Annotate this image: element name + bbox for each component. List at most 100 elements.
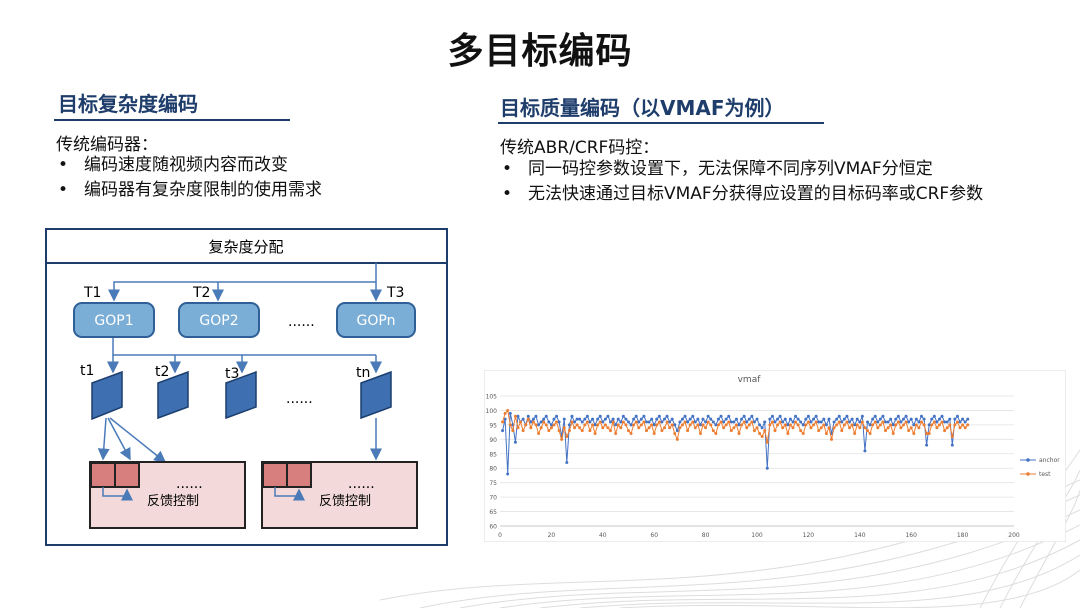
data-point-anchor (758, 423, 762, 427)
frame-label: t1 (80, 363, 94, 379)
data-point-anchor (660, 420, 664, 424)
data-point-anchor (611, 417, 615, 421)
data-point-anchor (606, 414, 610, 418)
data-point-test (547, 429, 551, 433)
data-point-anchor (935, 420, 939, 424)
data-point-anchor (858, 420, 862, 424)
feedback-ellipsis: ...... (176, 476, 203, 492)
data-point-anchor (763, 420, 767, 424)
data-point-anchor (778, 414, 782, 418)
data-point-anchor (842, 417, 846, 421)
data-point-anchor (958, 420, 962, 424)
data-point-test (555, 420, 559, 424)
data-point-anchor (737, 423, 741, 427)
data-point-anchor (549, 423, 553, 427)
data-point-test (675, 437, 679, 441)
data-point-anchor (642, 414, 646, 418)
data-point-anchor (693, 420, 697, 424)
data-point-anchor (650, 417, 654, 421)
data-point-anchor (670, 417, 674, 421)
data-point-anchor (683, 414, 687, 418)
data-point-test (680, 423, 684, 427)
data-point-anchor (768, 417, 772, 421)
y-tick-label: 70 (489, 495, 497, 502)
data-point-test (662, 426, 666, 430)
data-point-anchor (966, 417, 970, 421)
data-point-test (639, 423, 643, 427)
left-subtitle: 传统编码器： (56, 135, 158, 155)
x-tick-label: 200 (1008, 532, 1020, 539)
data-point-test (508, 423, 512, 427)
frame-label: t3 (225, 366, 239, 382)
data-point-test (953, 423, 957, 427)
chart-background (484, 370, 1066, 542)
data-point-test (822, 423, 826, 427)
data-point-test (539, 426, 543, 430)
x-tick-label: 40 (599, 532, 607, 539)
data-point-anchor (526, 414, 530, 418)
data-point-test (737, 432, 741, 436)
data-point-test (873, 420, 877, 424)
data-point-test (668, 426, 672, 430)
data-point-anchor (529, 420, 533, 424)
data-point-anchor (760, 426, 764, 430)
data-point-anchor (624, 417, 628, 421)
data-point-test (791, 426, 795, 430)
data-point-anchor (616, 417, 620, 421)
data-point-test (750, 420, 754, 424)
data-point-anchor (598, 414, 602, 418)
data-point-anchor (580, 420, 584, 424)
data-point-test (832, 426, 836, 430)
feedback-label: 反馈控制 (147, 494, 199, 509)
data-point-anchor (866, 420, 870, 424)
data-point-anchor (899, 420, 903, 424)
data-point-anchor (632, 417, 636, 421)
legend-marker (1026, 458, 1030, 462)
data-point-test (501, 420, 505, 424)
data-point-test (714, 432, 718, 436)
data-point-test (912, 432, 916, 436)
data-point-anchor (884, 420, 887, 424)
data-point-anchor (714, 423, 718, 427)
data-point-test (850, 423, 854, 427)
data-point-test (894, 423, 898, 427)
data-point-test (773, 429, 777, 433)
data-point-test (729, 429, 733, 433)
data-point-test (781, 426, 785, 430)
data-point-test (529, 426, 533, 430)
data-point-anchor (724, 417, 728, 421)
data-point-test (624, 423, 628, 427)
data-point-test (945, 426, 949, 430)
data-point-test (871, 423, 875, 427)
data-point-test (565, 434, 569, 438)
data-point-test (609, 429, 613, 433)
data-point-anchor (832, 420, 836, 424)
right-bullet-item: 无法快速通过目标VMAF分获得应设置的目标码率或CRF参数 (500, 182, 983, 207)
gop-label: GOP1 (94, 313, 133, 329)
right-heading-rule (498, 122, 824, 124)
data-point-anchor (837, 414, 841, 418)
data-point-anchor (822, 417, 826, 421)
frame-shape (157, 370, 189, 420)
data-point-test (950, 434, 954, 438)
data-point-anchor (922, 417, 926, 421)
left-bullet-item: 编码速度随视频内容而改变 (56, 153, 322, 178)
data-point-anchor (912, 423, 916, 427)
data-point-anchor (907, 420, 911, 424)
data-point-anchor (732, 420, 736, 424)
data-point-anchor (894, 417, 898, 421)
data-point-test (806, 420, 810, 424)
data-point-test (963, 426, 967, 430)
right-bullet-item: 同一码控参数设置下，无法保障不同序列VMAF分恒定 (500, 157, 983, 182)
data-point-test (932, 420, 936, 424)
data-point-test (940, 420, 944, 424)
data-point-anchor (806, 414, 810, 418)
data-point-test (842, 423, 846, 427)
data-point-test (794, 420, 798, 424)
data-point-test (691, 420, 695, 424)
data-point-test (804, 423, 808, 427)
data-point-anchor (963, 420, 967, 424)
data-point-test (603, 423, 607, 427)
data-point-anchor (562, 417, 566, 421)
